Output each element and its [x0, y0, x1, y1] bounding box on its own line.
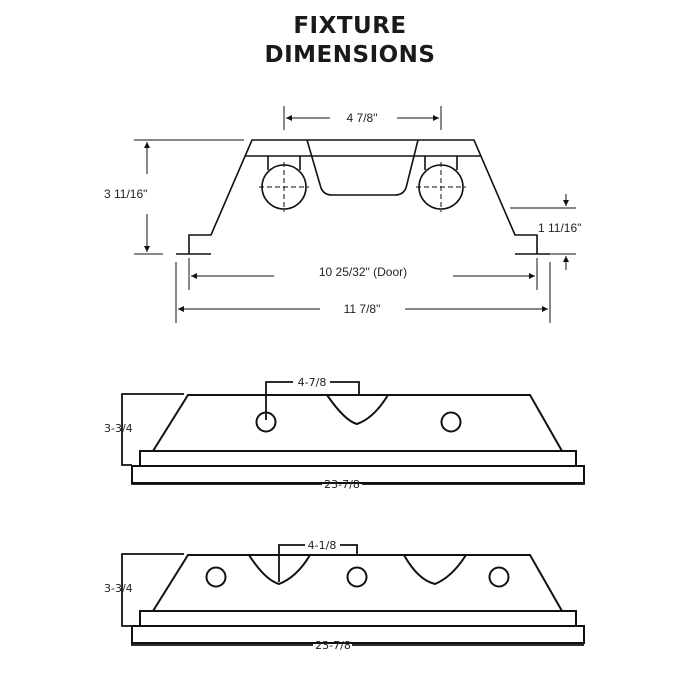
side1-height: 3-3/4 [104, 422, 133, 435]
side-view-2-diagram [131, 554, 585, 644]
side1-lamp-spacing: 4-7/8 [298, 376, 327, 389]
page-title: FIXTURE DIMENSIONS [0, 12, 700, 70]
side1-length: 23-7/8 [324, 478, 360, 491]
housing-outline [188, 139, 538, 254]
dim-height: 3 11/16" [104, 187, 147, 201]
dim-door-width: 10 25/32" (Door) [319, 265, 407, 279]
side2-lamp-spacing: 4-1/8 [308, 539, 337, 552]
title-line-1: FIXTURE [293, 13, 407, 39]
side2-length: 23-7/8 [315, 639, 351, 652]
side2-height: 3-3/4 [104, 582, 133, 595]
dim-overall-width: 11 7/8" [344, 302, 381, 316]
dim-flange-height: 1 11/16" [538, 221, 581, 235]
dim-top-width: 4 7/8" [347, 111, 378, 125]
side-view-1-diagram [131, 394, 585, 484]
title-line-2: DIMENSIONS [264, 42, 436, 68]
cross-section-diagram [176, 139, 550, 255]
